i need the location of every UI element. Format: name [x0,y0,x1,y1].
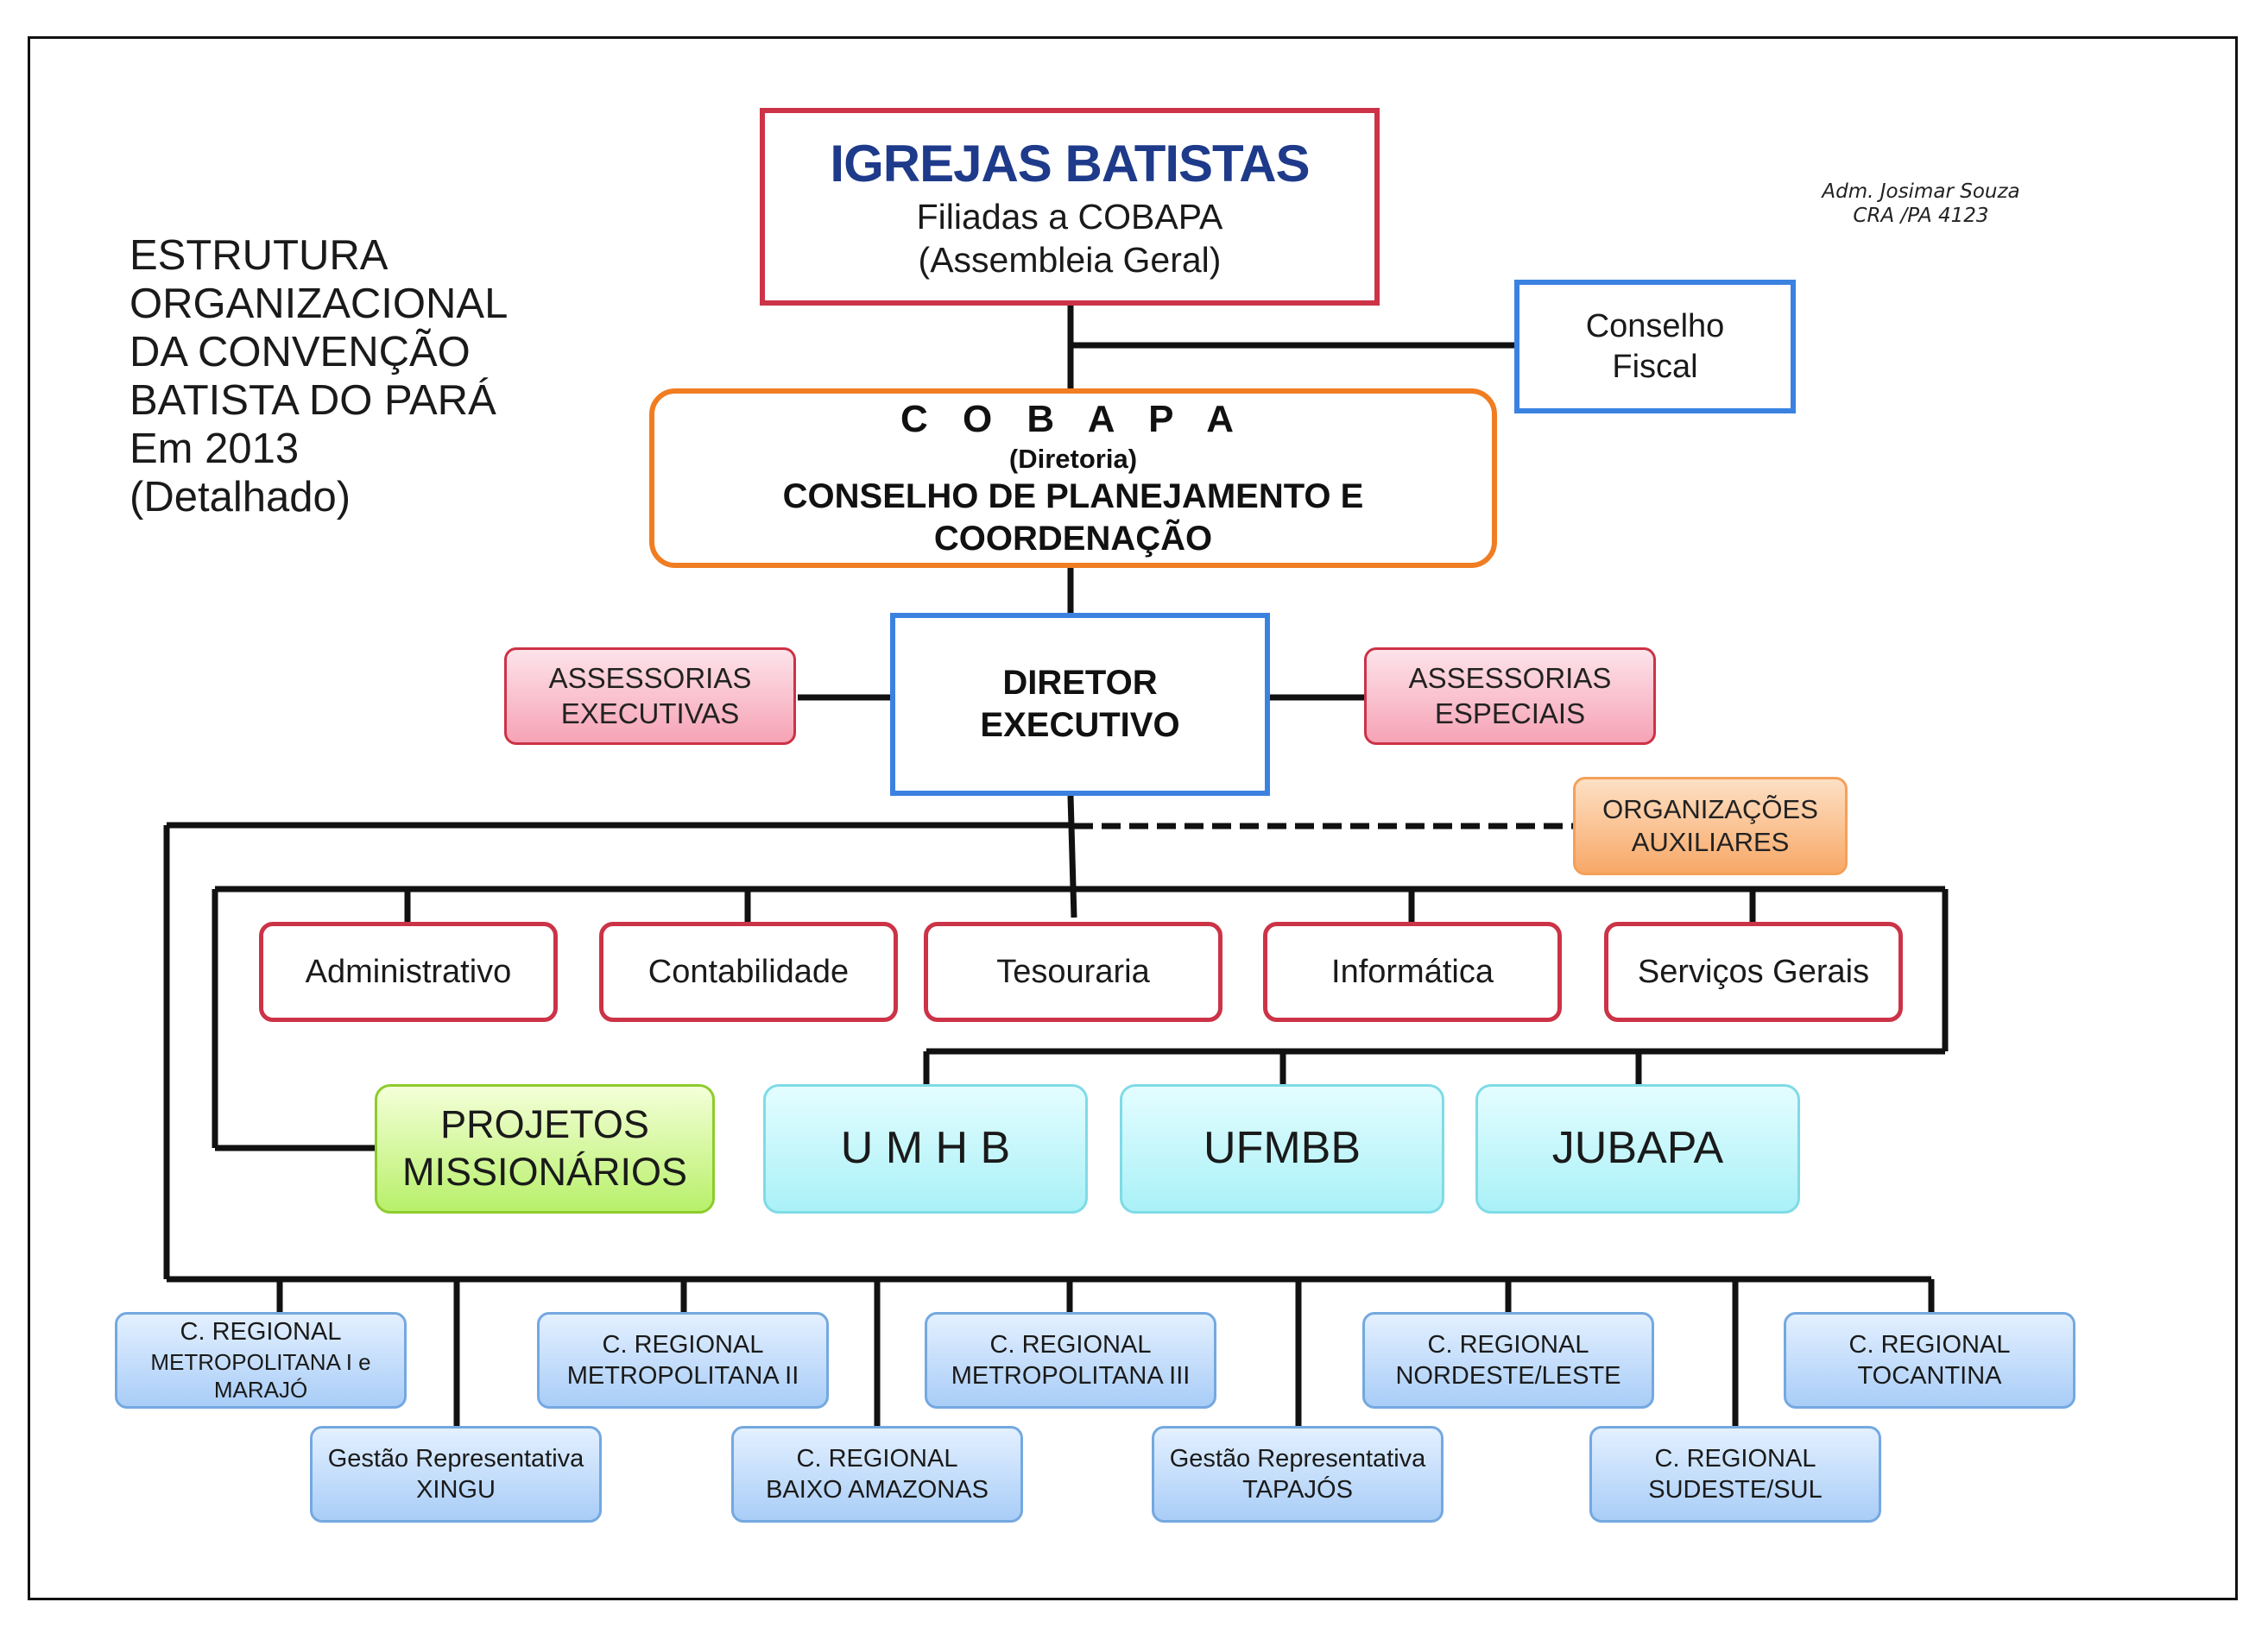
node-subtitle: Filiadas a COBAPA [916,197,1223,237]
node-conselho-fiscal: Conselho Fiscal [1514,280,1796,413]
node-label: Conselho [1585,308,1725,345]
node-projetos-missionarios: PROJETOS MISSIONÁRIOS [375,1084,715,1214]
node-regional-baixo-amazonas: C. REGIONAL BAIXO AMAZONAS [731,1426,1023,1523]
author-name: Adm. Josimar Souza [1822,180,2020,203]
node-label: Informática [1331,953,1494,990]
node-label: PROJETOS [440,1102,649,1147]
node-label: METROPOLITANA III [951,1362,1191,1390]
node-label: BAIXO AMAZONAS [766,1476,989,1504]
node-label: CONSELHO DE PLANEJAMENTO E COORDENAÇÃO [782,476,1364,558]
node-label: C. REGIONAL [1654,1444,1816,1473]
chart-title-line: BATISTA DO PARÁ [130,377,496,424]
node-label: METROPOLITANA I e MARAJÓ [150,1348,371,1403]
chart-title-line: ORGANIZACIONAL [130,281,509,327]
node-label: XINGU [416,1476,496,1504]
page-frame [28,36,2238,1600]
node-cobapa: C O B A P A (Diretoria) CONSELHO DE PLAN… [649,388,1497,568]
node-label: NORDESTE/LESTE [1395,1362,1621,1390]
node-label: ORGANIZAÇÕES [1602,794,1818,825]
node-regional-metropolitana-iii: C. REGIONAL METROPOLITANA III [925,1312,1216,1409]
node-label: EXECUTIVO [980,706,1180,744]
node-label: AUXILIARES [1631,827,1790,857]
node-servicos-gerais: Serviços Gerais [1604,922,1903,1022]
node-label: ASSESSORIAS [1408,662,1612,695]
node-regional-metropolitana-i: C. REGIONAL METROPOLITANA I e MARAJÓ [115,1312,407,1409]
node-organizacoes-auxiliares: ORGANIZAÇÕES AUXILIARES [1573,777,1848,875]
node-label: DIRETOR [1002,664,1158,703]
node-label: Contabilidade [648,953,850,990]
node-label: C. REGIONAL [796,1444,958,1473]
node-subtitle: (Diretoria) [1008,444,1138,475]
node-contabilidade: Contabilidade [599,922,898,1022]
node-label: C. REGIONAL [180,1318,342,1347]
node-gestao-tapajos: Gestão Representativa TAPAJÓS [1152,1426,1444,1523]
node-regional-nordeste-leste: C. REGIONAL NORDESTE/LESTE [1362,1312,1654,1409]
node-administrativo: Administrativo [259,922,558,1022]
node-assessorias-executivas: ASSESSORIAS EXECUTIVAS [504,647,796,745]
node-label: C. REGIONAL [989,1330,1152,1359]
node-regional-metropolitana-ii: C. REGIONAL METROPOLITANA II [537,1312,829,1409]
node-label: Gestão Representativa [1169,1444,1426,1473]
author-registration: CRA /PA 4123 [1853,205,1989,228]
node-label: SUDESTE/SUL [1648,1476,1823,1504]
node-ufmbb: UFMBB [1120,1084,1444,1214]
node-label: C. REGIONAL [602,1330,764,1359]
node-label: ASSESSORIAS [548,662,752,695]
node-umhb: U M H B [763,1084,1088,1214]
node-label: C. REGIONAL [1848,1330,2011,1359]
node-label: TOCANTINA [1857,1362,2002,1390]
node-subtitle: (Assembleia Geral) [918,240,1222,281]
node-label: C. REGIONAL [1427,1330,1589,1359]
chart-title-line: ESTRUTURA [130,232,389,279]
node-label: JUBAPA [1551,1123,1724,1174]
node-informatica: Informática [1263,922,1562,1022]
chart-title-line: Em 2013 [130,426,300,472]
node-tesouraria: Tesouraria [924,922,1222,1022]
node-label: Serviços Gerais [1637,953,1870,990]
node-label: U M H B [840,1123,1011,1174]
node-label: EXECUTIVAS [560,697,740,729]
chart-title: ESTRUTURA ORGANIZACIONAL DA CONVENÇÃO BA… [130,231,508,521]
node-igrejas-batistas: IGREJAS BATISTAS Filiadas a COBAPA (Asse… [760,108,1380,306]
node-regional-tocantina: C. REGIONAL TOCANTINA [1784,1312,2075,1409]
node-jubapa: JUBAPA [1475,1084,1800,1214]
node-label: METROPOLITANA II [566,1362,799,1390]
chart-title-line: (Detalhado) [130,474,351,520]
node-label: Fiscal [1612,348,1698,385]
node-label: ESPECIAIS [1434,697,1586,729]
node-label: Administrativo [305,953,512,990]
node-label: TAPAJÓS [1242,1476,1353,1504]
node-label: UFMBB [1203,1123,1361,1174]
node-title: IGREJAS BATISTAS [830,134,1310,192]
node-assessorias-especiais: ASSESSORIAS ESPECIAIS [1364,647,1656,745]
node-label: Tesouraria [996,953,1150,990]
chart-title-line: DA CONVENÇÃO [130,329,471,375]
node-gestao-xingu: Gestão Representativa XINGU [310,1426,602,1523]
node-label: MISSIONÁRIOS [401,1150,688,1194]
node-title: C O B A P A [900,398,1247,441]
author-credit: Adm. Josimar Souza CRA /PA 4123 [1809,180,2033,228]
node-diretor-executivo: DIRETOR EXECUTIVO [890,613,1270,796]
node-label: Gestão Representativa [327,1444,584,1473]
node-regional-sudeste-sul: C. REGIONAL SUDESTE/SUL [1589,1426,1881,1523]
